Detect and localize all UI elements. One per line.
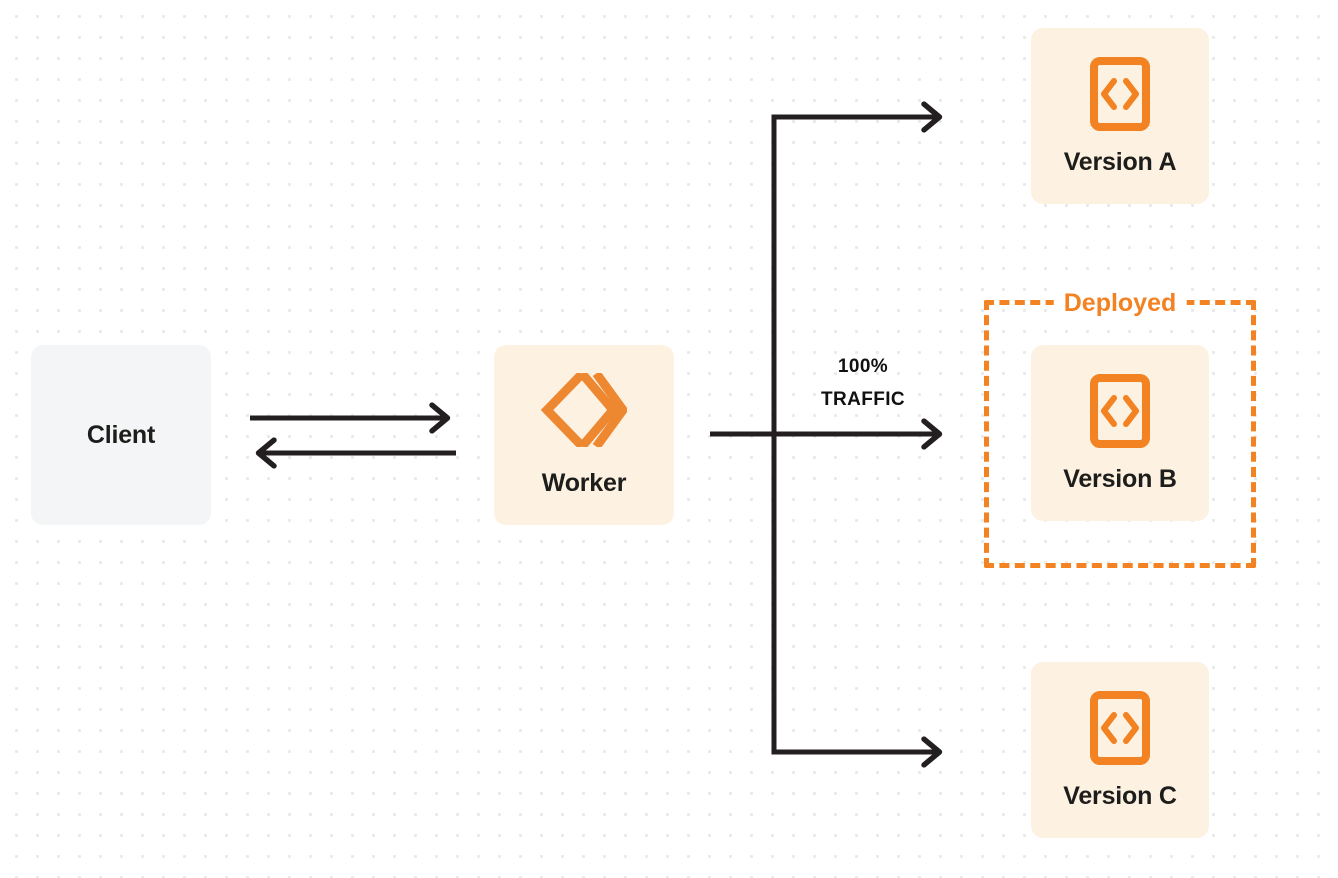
deployed-group-label: Deployed [1053, 288, 1187, 318]
worker-label: Worker [541, 468, 627, 497]
traffic-percent: 100% [837, 356, 889, 377]
code-file-icon [1089, 373, 1151, 449]
deployed-group: Deployed [984, 288, 1256, 568]
version-b-node[interactable]: Version B [1031, 345, 1209, 521]
cloudflare-workers-logo-icon [541, 372, 627, 447]
version-c-node[interactable]: Version C [1031, 662, 1209, 838]
client-label: Client [86, 420, 156, 449]
traffic-label: 100% TRAFFIC [788, 350, 938, 416]
traffic-word: TRAFFIC [820, 389, 906, 410]
version-a-node[interactable]: Version A [1031, 28, 1209, 204]
version-a-label: Version A [1063, 147, 1177, 176]
code-file-icon [1089, 690, 1151, 766]
version-c-label: Version C [1063, 781, 1177, 810]
version-b-label: Version B [1063, 464, 1177, 493]
worker-node[interactable]: Worker [494, 345, 674, 525]
client-node[interactable]: Client [31, 345, 211, 525]
code-file-icon [1089, 56, 1151, 132]
